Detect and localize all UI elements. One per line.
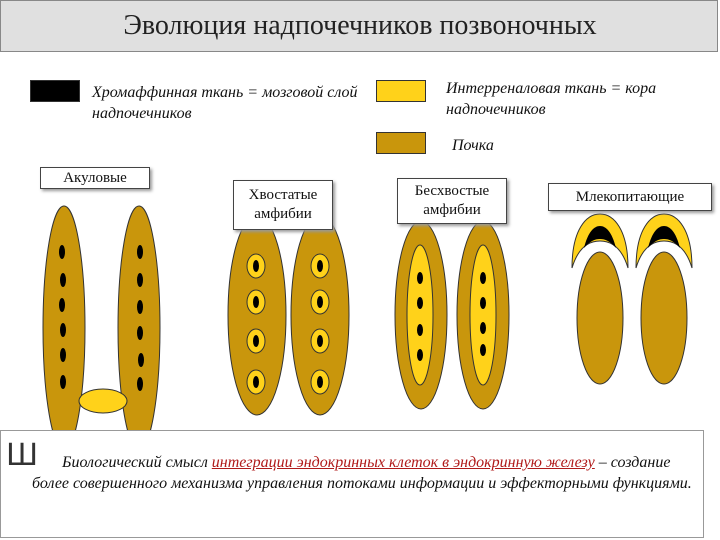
- mammal-adrenal-right: [635, 213, 693, 269]
- mammal-kidneys: [571, 213, 693, 385]
- legend-swatch-kidney: [376, 132, 426, 154]
- title-bar: [0, 0, 718, 52]
- group-label-mammals: Млекопитающие: [548, 183, 712, 211]
- group-label-sharks: Акуловые: [40, 167, 150, 189]
- anura-chromaffin-bodies: [417, 272, 486, 361]
- shark-chromaffin-bodies: [59, 245, 144, 391]
- shark-kidneys: [42, 205, 161, 451]
- conclusion-highlight: интеграции эндокринных клеток в эндокрин…: [211, 454, 595, 471]
- legend-label-chromaffin: Хромаффинная ткань = мозговой слой надпо…: [92, 84, 358, 122]
- caudata-kidneys: [227, 214, 350, 416]
- mammal-medulla-right: [648, 226, 680, 248]
- legend-label-interrenal: Интерреналовая ткань = кора надпочечнико…: [446, 80, 657, 118]
- anura-interrenal-left: [406, 244, 434, 386]
- mammal-kidney-right: [640, 251, 688, 385]
- conclusion-box: [0, 430, 704, 538]
- group-label-caudata: Хвостатые амфибии: [233, 180, 333, 230]
- legend-swatch-chromaffin: [30, 80, 80, 102]
- legend-swatch-interrenal: [376, 80, 426, 102]
- group-label-anura: Бесхвостые амфибии: [397, 178, 507, 224]
- legend-label-kidney: Почка: [452, 137, 494, 154]
- conclusion-text: Биологический смысл интеграции эндокринн…: [32, 452, 694, 494]
- anura-kidneys: [394, 220, 510, 410]
- conclusion-prefix: Биологический смысл: [62, 454, 212, 471]
- anura-interrenal-right: [469, 244, 497, 386]
- mammal-medulla-left: [584, 226, 616, 248]
- mammal-adrenal-left: [571, 213, 629, 269]
- bullet-icon: Ш: [6, 438, 39, 473]
- shark-interrenal-body: [78, 388, 128, 414]
- mammal-kidney-left: [576, 251, 624, 385]
- page-title: Эволюция надпочечников позвоночных: [123, 10, 597, 41]
- conclusion-suffix: – создание более совершенного механизма …: [32, 454, 692, 492]
- caudata-chromaffin-bodies: [253, 260, 323, 388]
